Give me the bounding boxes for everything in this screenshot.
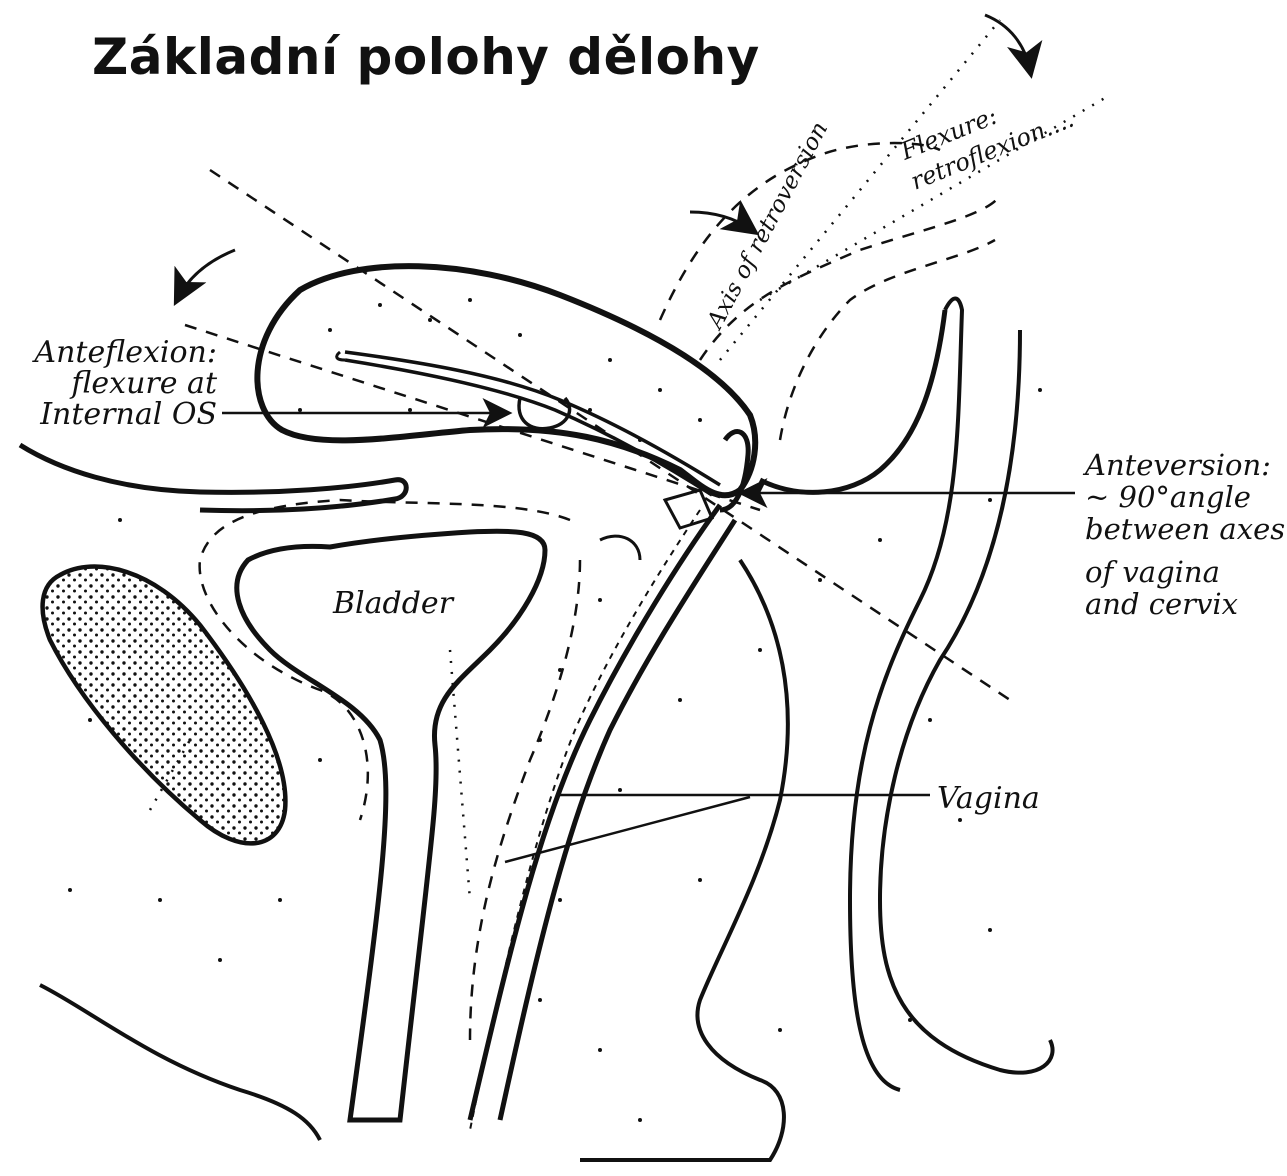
bladder-label: Bladder [332,586,455,621]
anteflexion-line-3: Internal OS [39,397,217,432]
anteversion-line-5: and cervix [1085,587,1238,621]
anteversion-line-1: Anteversion: [1082,448,1271,482]
rectouterine-fold [760,298,1053,1090]
anteversion-label: Anteversion: ~ 90°angle between axes of … [1082,448,1285,621]
anteflexion-line-1: Anteflexion: [31,335,217,370]
pubic-bone [43,567,286,844]
anteversion-line-4: of vagina [1085,555,1220,589]
vagina-label: Vagina [937,781,1040,816]
dashed-outlines [185,143,1010,1040]
axis-retroversion-text: Axis of retroversion [701,118,833,335]
axis-retroversion-label: Axis of retroversion [701,118,833,335]
anteversion-line-3: between axes [1085,512,1285,546]
anteflexion-label: Anteflexion: flexure at Internal OS [31,335,218,432]
anteflexion-line-2: flexure at [69,366,218,401]
flexure-retroflexion-label: Flexure: retroflexion.... [896,102,1078,196]
rotation-arrows [178,15,1030,298]
anteversion-line-2: ~ 90°angle [1085,480,1251,514]
